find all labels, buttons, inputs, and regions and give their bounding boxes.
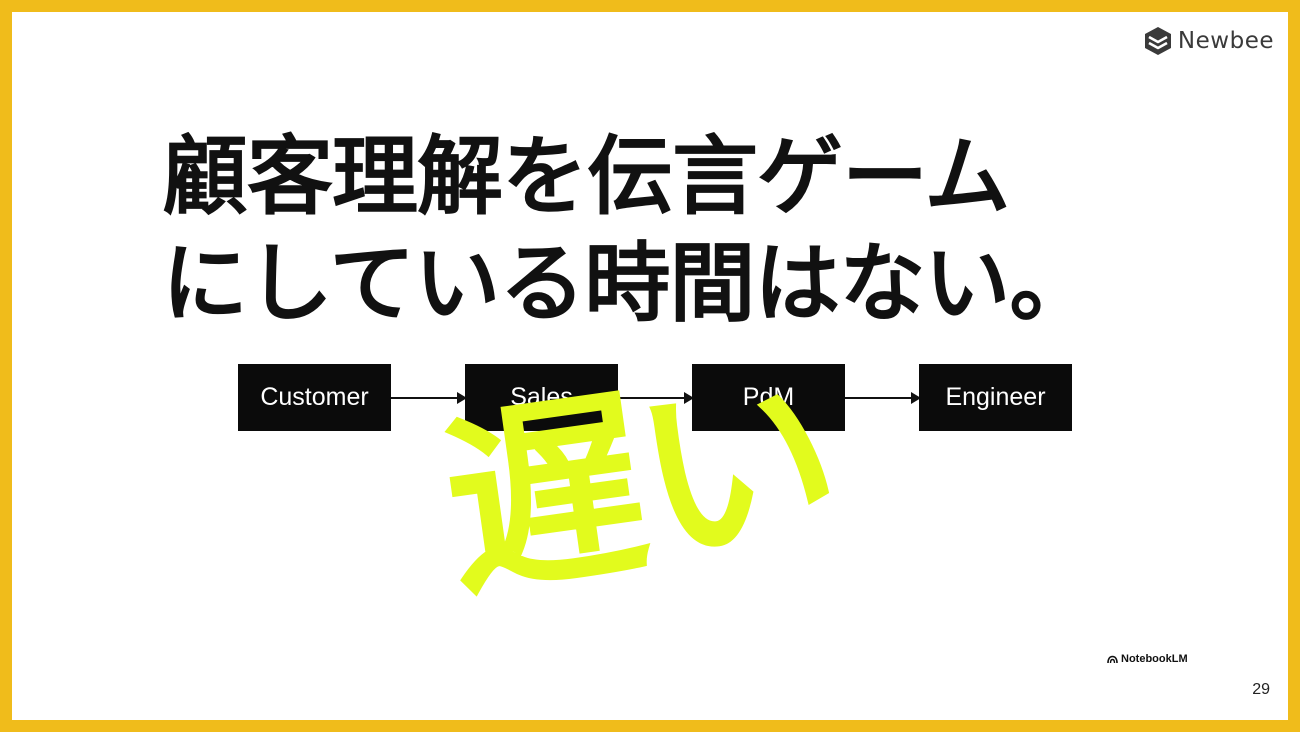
overlay-slow-text: 遅い	[430, 341, 847, 626]
page-number: 29	[1252, 681, 1270, 698]
brand-logo: Newbee	[1144, 26, 1274, 56]
flow-arrow-2	[618, 392, 694, 404]
flow-box-pdm: PdM	[692, 364, 845, 431]
headline-line-2: にしている時間はない。	[162, 234, 1095, 334]
headline-line-1: 顧客理解を伝言ゲーム	[162, 127, 1010, 227]
slide: Newbee 顧客理解を伝言ゲーム にしている時間はない。 Customer S…	[12, 12, 1288, 720]
brand-name: Newbee	[1177, 28, 1274, 54]
flow-box-engineer: Engineer	[919, 364, 1072, 431]
notebooklm-icon	[1107, 655, 1118, 663]
flow-arrow-1	[391, 392, 467, 404]
hexagon-stack-icon	[1144, 27, 1171, 55]
flow-box-sales: Sales	[465, 364, 618, 431]
flow-box-customer: Customer	[238, 364, 391, 431]
headline: 顧客理解を伝言ゲーム にしている時間はない。	[162, 124, 1122, 338]
watermark-text: NotebookLM	[1121, 653, 1188, 665]
flow-arrow-3	[845, 392, 921, 404]
notebooklm-watermark: NotebookLM	[1107, 653, 1188, 665]
